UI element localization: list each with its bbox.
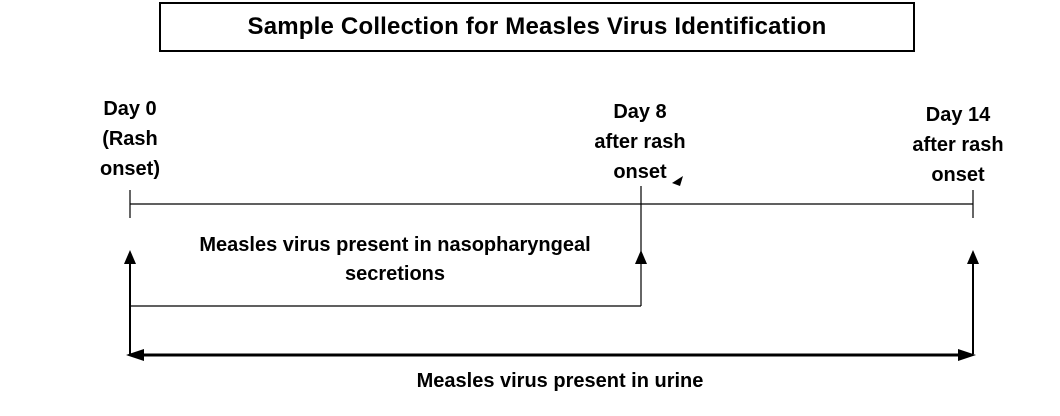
urine-region-label: Measles virus present in urine — [416, 370, 704, 392]
day-8-up-arrowhead — [635, 250, 647, 264]
day-14-label-line-1: Day 14 — [925, 104, 991, 126]
day-0-label-line-1: Day 0 — [103, 98, 157, 120]
day-8-label-line-3: onset — [613, 161, 667, 183]
diagram-title: Sample Collection for Measles Virus Iden… — [159, 2, 915, 52]
day-0-label: Day 0 (Rash onset) — [80, 94, 180, 184]
stray-triangle-marker — [672, 176, 683, 186]
day-8-label-line-1: Day 8 — [613, 101, 667, 123]
day-14-label: Day 14 after rash onset — [898, 100, 1018, 190]
day-8-label-line-2: after rash — [594, 131, 686, 153]
day-14-label-line-3: onset — [931, 164, 985, 186]
day-0-label-line-2: (Rash — [102, 128, 158, 150]
day-8-label: Day 8 after rash onset — [580, 97, 700, 187]
day-14-label-line-2: after rash — [912, 134, 1004, 156]
day-14-up-arrowhead — [967, 250, 979, 264]
nasopharyngeal-region-label: Measles virus present in nasopharyngeal … — [199, 234, 591, 285]
day-0-up-arrowhead — [124, 250, 136, 264]
urine-arrow-right-head — [958, 349, 976, 361]
day-0-label-line-3: onset) — [100, 158, 160, 180]
urine-arrow-left-head — [126, 349, 144, 361]
